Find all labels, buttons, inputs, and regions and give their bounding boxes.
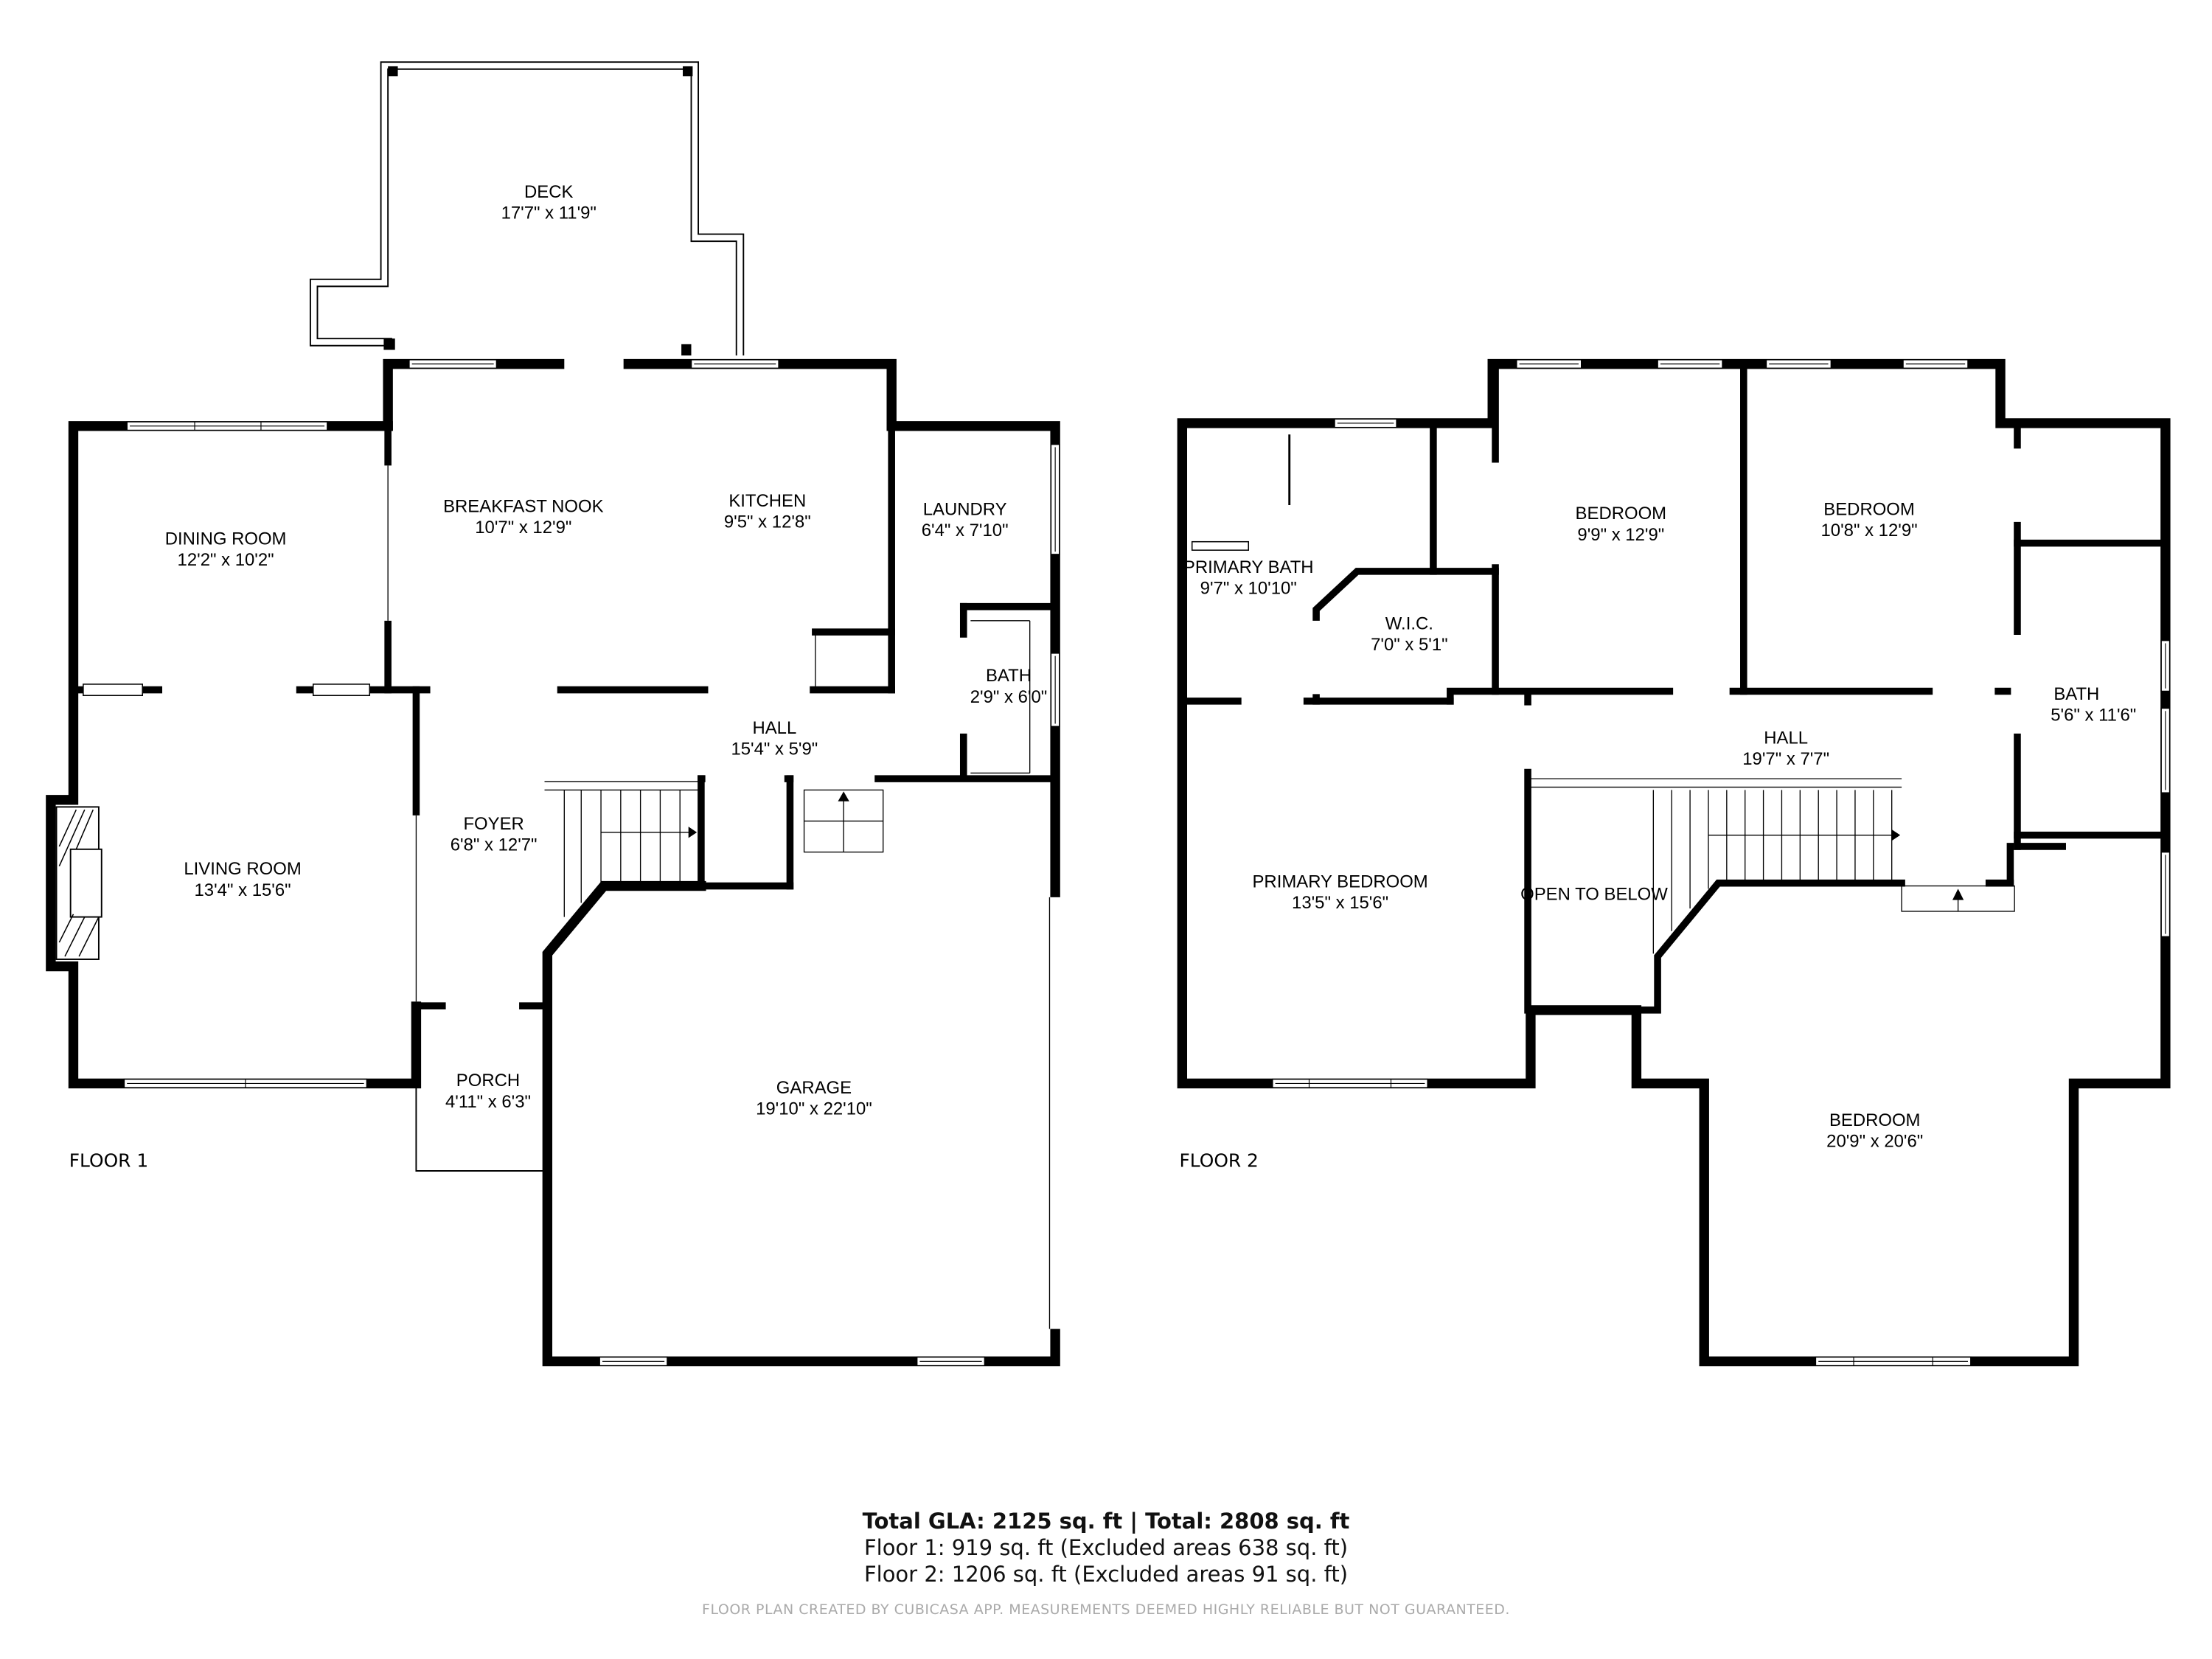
total-area-summary: Total GLA: 2125 sq. ft | Total: 2808 sq.… [0, 1509, 2212, 1534]
room-bedroom-2: BEDROOM 10'8" x 12'9" [1821, 499, 1918, 540]
room-kitchen: KITCHEN 9'5" x 12'8" [724, 491, 811, 532]
floor-2-plan: PRIMARY BATH 9'7" x 10'10" W.I.C. 7'0" x… [1177, 358, 2171, 1366]
room-name: GARAGE [776, 1078, 852, 1098]
room-wic: W.I.C. 7'0" x 5'1" [1371, 613, 1448, 655]
room-dims: 13'4" x 15'6" [195, 880, 291, 900]
room-name: LAUNDRY [923, 499, 1007, 519]
deck-outline [309, 61, 745, 356]
room-dims: 20'9" x 20'6" [1826, 1131, 1923, 1151]
room-deck: DECK 17'7" x 11'9" [501, 182, 597, 223]
room-name: HALL [1764, 728, 1808, 748]
room-dims: 2'9" x 6'0" [970, 687, 1048, 707]
room-hall-2: HALL 19'7" x 7'7" [1742, 728, 1829, 769]
room-name: W.I.C. [1385, 613, 1433, 633]
room-dims: 5'6" x 11'6" [2051, 706, 2136, 726]
room-dims: 4'11" x 6'3" [445, 1092, 531, 1112]
room-primary-bath: PRIMARY BATH 9'7" x 10'10" [1183, 557, 1314, 599]
room-foyer: FOYER 6'8" x 12'7" [451, 814, 538, 855]
floor-1-area-summary: Floor 1: 919 sq. ft (Excluded areas 638 … [0, 1535, 2212, 1560]
room-dims: 6'4" x 7'10" [922, 521, 1009, 540]
room-name: DINING ROOM [165, 529, 287, 549]
room-living-room: LIVING ROOM 13'4" x 15'6" [184, 859, 301, 900]
disclaimer-text: FLOOR PLAN CREATED BY CUBICASA APP. MEAS… [702, 1601, 1510, 1618]
total-gla-text: Total GLA: 2125 sq. ft | Total: 2808 sq.… [862, 1509, 1350, 1534]
room-dims: 17'7" x 11'9" [501, 204, 597, 223]
room-dims: 9'9" x 12'9" [1577, 525, 1664, 545]
room-open-to-below: OPEN TO BELOW [1520, 885, 1668, 905]
floor-1-stairs [544, 781, 884, 917]
room-name: KITCHEN [728, 491, 806, 511]
floor-1-area-text: Floor 1: 919 sq. ft (Excluded areas 638 … [863, 1535, 1349, 1560]
floor-1-walls [46, 358, 1062, 1366]
room-name: HALL [752, 718, 796, 738]
room-dims: 7'0" x 5'1" [1371, 635, 1448, 655]
room-dims: 13'5" x 15'6" [1292, 893, 1388, 913]
room-bath: BATH 2'9" x 6'0" [970, 666, 1048, 707]
room-name: BEDROOM [1576, 504, 1667, 524]
room-garage: GARAGE 19'10" x 22'10" [756, 1078, 872, 1119]
room-porch: PORCH 4'11" x 6'3" [445, 1071, 531, 1112]
room-name: BEDROOM [1823, 499, 1915, 519]
room-dining-room: DINING ROOM 12'2" x 10'2" [165, 529, 287, 571]
room-name: PORCH [456, 1071, 520, 1091]
room-dims: 15'4" x 5'9" [731, 740, 818, 759]
floor-1-label: FLOOR 1 [69, 1150, 148, 1171]
room-dims: 10'8" x 12'9" [1821, 521, 1918, 540]
floor-2-stairs [1530, 778, 1902, 954]
room-dims: 9'5" x 12'8" [724, 512, 811, 532]
floor-2-area-summary: Floor 2: 1206 sq. ft (Excluded areas 91 … [0, 1562, 2212, 1587]
room-bedroom-3: BEDROOM 20'9" x 20'6" [1826, 1110, 1923, 1152]
room-name: PRIMARY BATH [1183, 557, 1314, 577]
floor-2-label: FLOOR 2 [1179, 1150, 1258, 1171]
room-breakfast-nook: BREAKFAST NOOK 10'7" x 12'9" [443, 497, 603, 538]
floor-1-windows [83, 359, 1060, 1366]
room-bath-2: BATH 5'6" x 11'6" [2051, 684, 2136, 726]
room-dims: 10'7" x 12'9" [475, 518, 571, 538]
room-bedroom-1: BEDROOM 9'9" x 12'9" [1576, 504, 1667, 545]
floor-1-plan: DECK 17'7" x 11'9" DINING ROOM 12'2" x 1… [46, 61, 1062, 1366]
room-dims: 6'8" x 12'7" [451, 835, 538, 855]
floor-2-area-text: Floor 2: 1206 sq. ft (Excluded areas 91 … [863, 1562, 1349, 1587]
room-name: BEDROOM [1829, 1110, 1921, 1130]
floor-2-walls [1177, 358, 2171, 1366]
room-name: BATH [2053, 684, 2099, 704]
room-name: BREAKFAST NOOK [443, 497, 603, 517]
room-dims: 19'10" x 22'10" [756, 1099, 872, 1119]
room-name: BATH [986, 666, 1032, 686]
room-name: PRIMARY BEDROOM [1252, 872, 1427, 891]
room-laundry: LAUNDRY 6'4" x 7'10" [922, 499, 1009, 540]
room-name: DECK [524, 182, 573, 202]
room-dims: 19'7" x 7'7" [1742, 749, 1829, 769]
room-name: LIVING ROOM [184, 859, 301, 879]
disclaimer: FLOOR PLAN CREATED BY CUBICASA APP. MEAS… [0, 1601, 2212, 1618]
room-primary-bedroom: PRIMARY BEDROOM 13'5" x 15'6" [1252, 872, 1427, 913]
room-dims: 12'2" x 10'2" [178, 550, 274, 570]
floor-2-windows [1272, 359, 2171, 1366]
room-name: FOYER [463, 814, 524, 834]
room-name: OPEN TO BELOW [1520, 885, 1668, 905]
room-hall: HALL 15'4" x 5'9" [731, 718, 818, 759]
room-dims: 9'7" x 10'10" [1200, 578, 1297, 598]
